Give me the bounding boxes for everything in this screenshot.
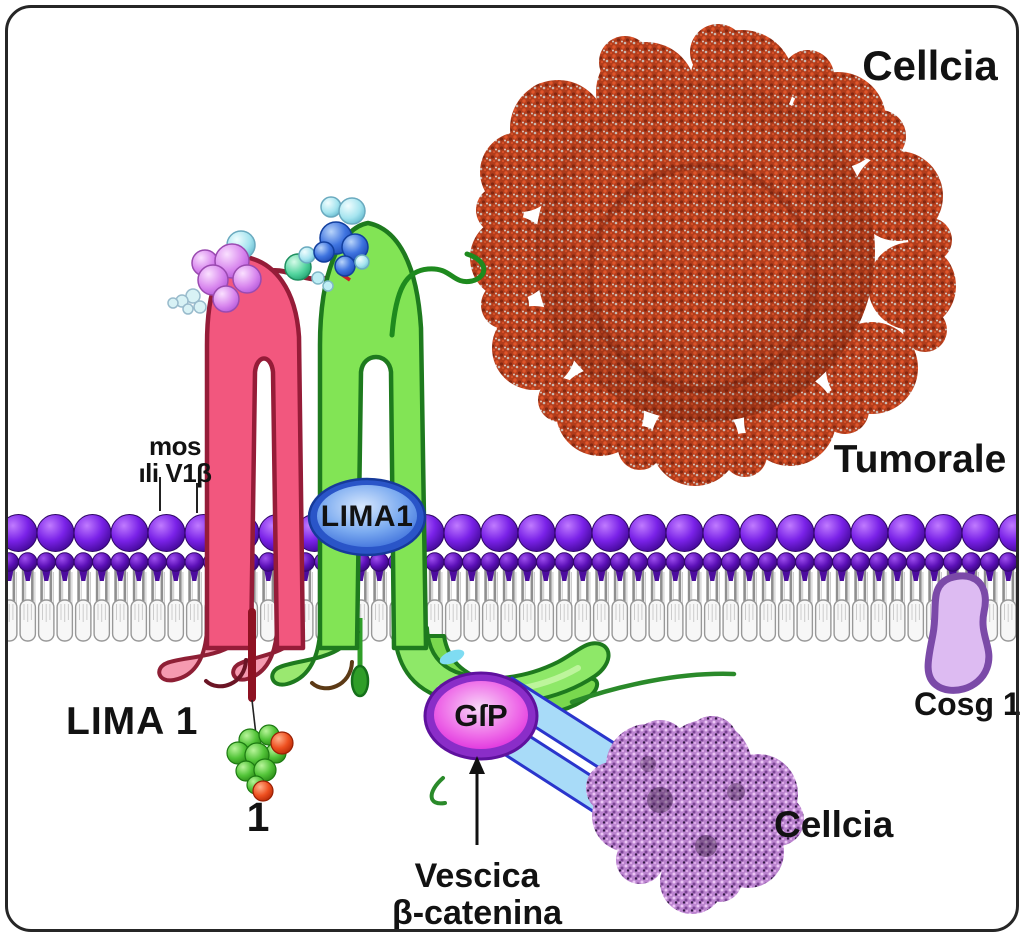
lima1-badge xyxy=(307,477,427,557)
compound-molecule xyxy=(226,608,294,802)
lima1-protein-label: LIMA 1 xyxy=(66,700,199,743)
glycan-cluster-right xyxy=(284,196,370,292)
tumor-cell-graphic xyxy=(470,24,956,486)
glycan-cluster-left xyxy=(167,230,262,315)
membrane-annotation-line1: mos xyxy=(149,431,201,461)
vesicle-label-line1: Vescica xyxy=(414,857,540,895)
lipid-bilayer-membrane xyxy=(8,508,1016,644)
intracellular-tail-curves xyxy=(429,671,737,806)
tumor-cell-subtitle: Tumorale xyxy=(833,438,1007,481)
gsp-label: GſP xyxy=(454,698,508,733)
tumor-cell-title: Cellcia xyxy=(862,42,998,89)
vesicle-label-line2: β-catenina xyxy=(391,894,563,932)
membrane-annotation-leader-lines xyxy=(159,477,198,513)
vesicle-arrow-icon xyxy=(469,756,485,845)
membrane-annotation: mos ıli V1β xyxy=(126,433,224,487)
compound-number-label: 1 xyxy=(246,794,270,840)
lima1-badge-label: LIMA1 xyxy=(320,500,414,533)
cosg1-blob xyxy=(924,572,993,694)
cosg1-label: Cosg 1 xyxy=(914,686,1021,722)
cellcia-molecule-graphic xyxy=(586,716,804,914)
cellcia-molecule-label: Cellcia xyxy=(774,804,894,845)
vesicle-label: Vescica β-catenina xyxy=(377,858,577,932)
gsp-oval xyxy=(423,671,539,761)
membrane-annotation-line2: ıli V1β xyxy=(138,458,212,488)
